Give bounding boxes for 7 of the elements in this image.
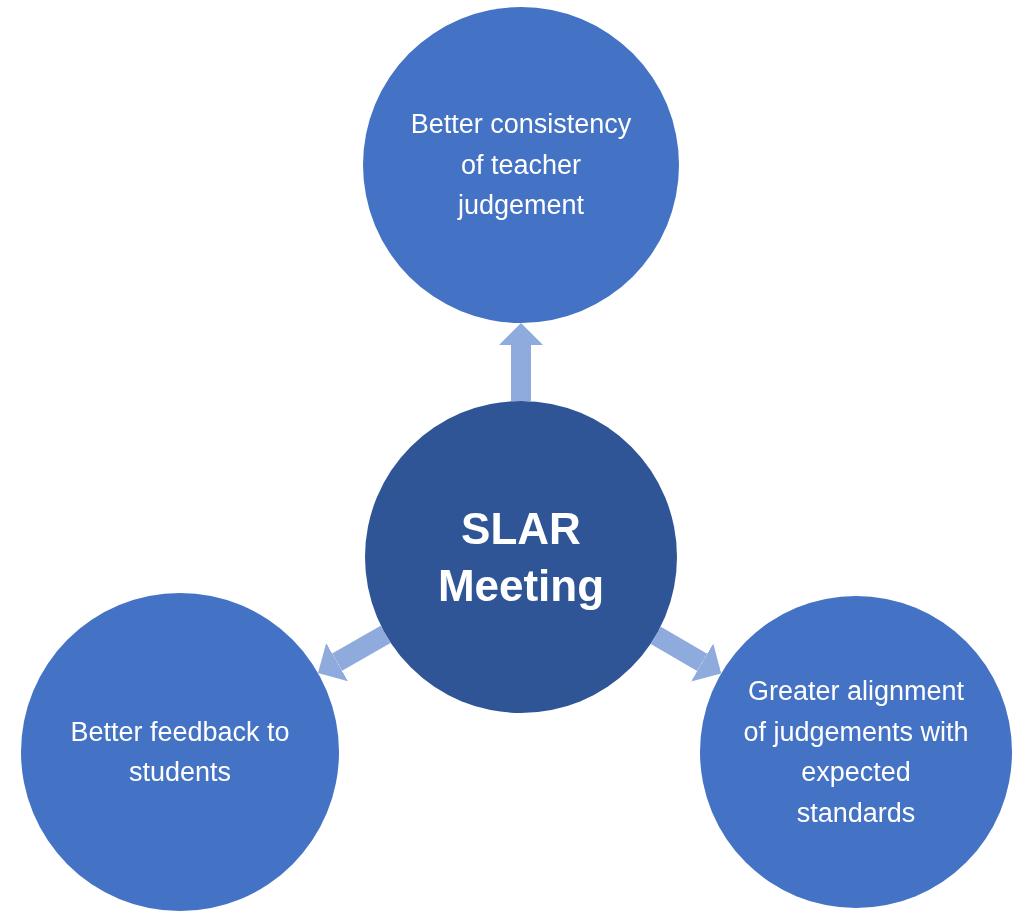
- circle-text: Greater alignment of judgements with expected standards: [742, 675, 970, 830]
- circle-title: SLAR Meeting: [436, 502, 606, 612]
- circle-text: Better consistency of teacher judgement: [409, 108, 633, 223]
- block-arrow: [499, 323, 543, 401]
- block-arrow: [650, 626, 722, 682]
- circle-text: Better feedback to students: [69, 715, 291, 789]
- block-arrow: [318, 625, 391, 682]
